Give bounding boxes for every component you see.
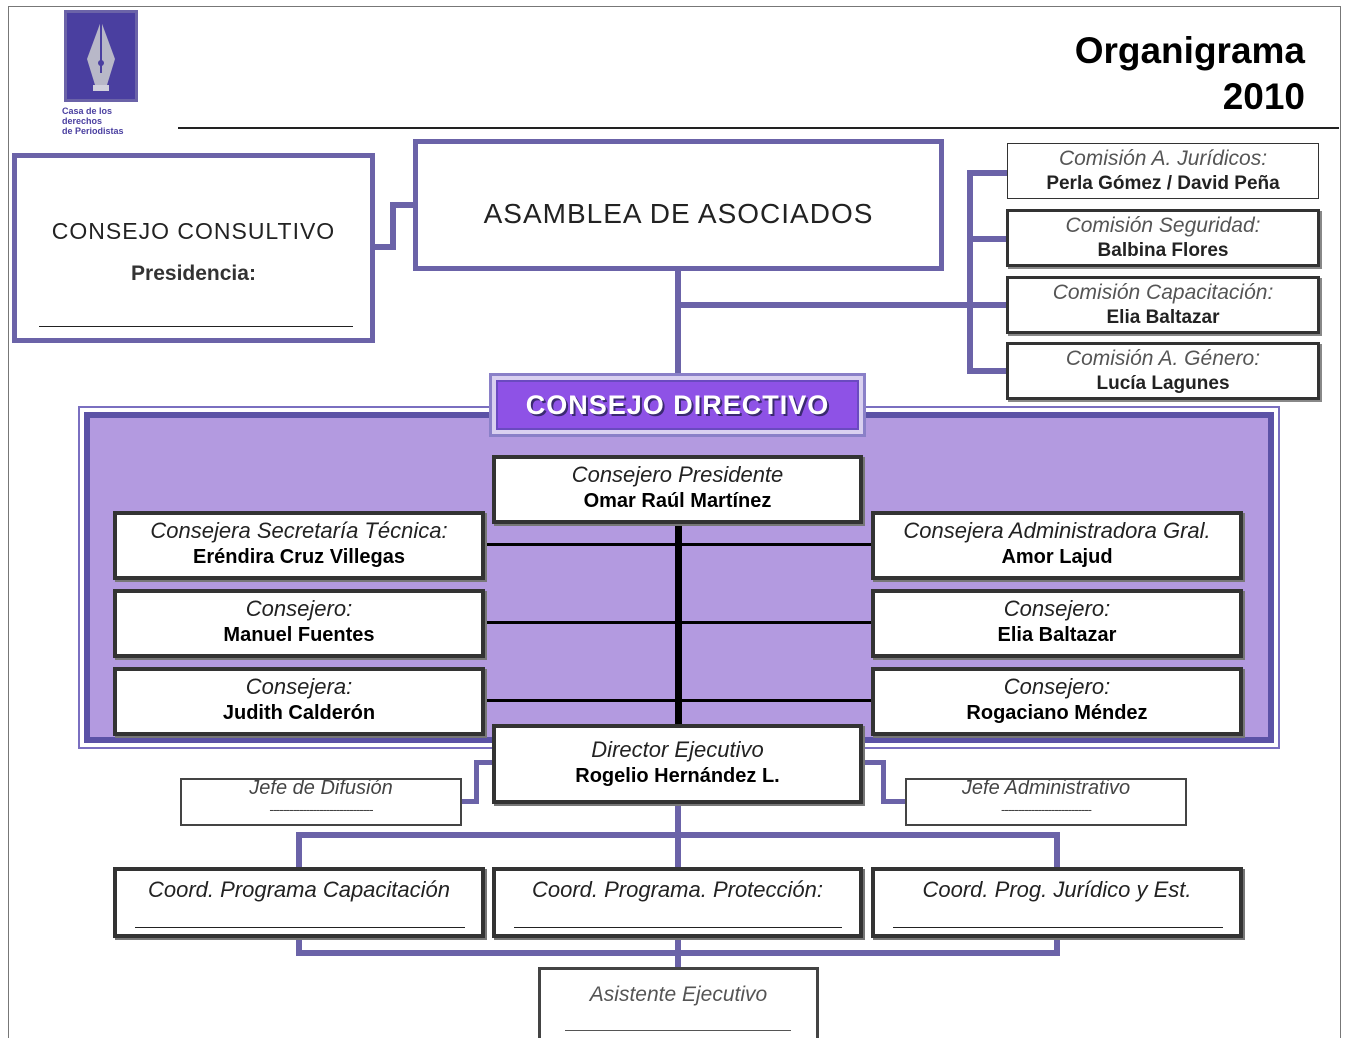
- connector: [296, 935, 302, 955]
- connector: [967, 302, 1009, 308]
- connector: [390, 202, 396, 250]
- header-rule: [178, 127, 1339, 129]
- connector: [675, 935, 681, 969]
- consejero-person: Judith Calderón: [222, 702, 376, 724]
- director-role: Director Ejecutivo: [591, 737, 764, 762]
- logo: Casa de los derechos de Periodistas: [62, 10, 140, 136]
- jefe-administrativo-box: Jefe Administrativo --------------------…: [905, 778, 1187, 826]
- coord-role: Coord. Prog. Jurídico y Est.: [922, 877, 1192, 902]
- connector: [967, 170, 973, 374]
- consejera-box: Consejera: Judith Calderón: [113, 667, 485, 736]
- connector: [675, 268, 681, 376]
- logo-text-line2: de Periodistas: [62, 126, 124, 136]
- coord-blank: [514, 927, 842, 928]
- pen-nib-icon: [64, 10, 138, 102]
- consejero-box: Consejero: Manuel Fuentes: [113, 589, 485, 658]
- comision-person: Elia Baltazar: [1106, 307, 1220, 328]
- page-frame: [8, 6, 1341, 1038]
- connector: [862, 760, 886, 765]
- comision-role: Comisión Seguridad:: [1065, 214, 1261, 237]
- consejero-person: Amor Lajud: [1001, 546, 1113, 568]
- coord-proteccion-box: Coord. Programa. Protección:: [492, 867, 863, 938]
- comision-genero-box: Comisión A. Género: Lucía Lagunes: [1006, 342, 1320, 400]
- page-title: Organigrama 2010: [1075, 28, 1305, 120]
- connector: [881, 760, 886, 804]
- consejero-role: Consejera Secretaría Técnica:: [150, 518, 448, 543]
- connector: [296, 832, 1060, 838]
- presidencia-blank: [39, 326, 353, 327]
- coord-blank: [135, 927, 465, 928]
- jefe-role: Jefe de Difusión: [249, 778, 393, 799]
- coord-capacitacion-box: Coord. Programa Capacitación: [113, 867, 485, 938]
- consejo-directivo-title: CONSEJO DIRECTIVO: [496, 380, 859, 430]
- connector: [1054, 935, 1060, 955]
- asistente-blank: [565, 1030, 791, 1031]
- consejero-role: Consejero:: [1003, 596, 1111, 621]
- coord-blank: [893, 927, 1223, 928]
- connector-black: [484, 621, 874, 624]
- consejero-role: Consejera:: [245, 674, 353, 699]
- comision-person: Balbina Flores: [1097, 240, 1229, 261]
- title-line2: 2010: [1222, 76, 1305, 117]
- comision-seguridad-box: Comisión Seguridad: Balbina Flores: [1006, 209, 1320, 267]
- consejero-role: Consejera Administradora Gral.: [903, 518, 1211, 543]
- consejero-role: Consejero:: [1003, 674, 1111, 699]
- connector-black: [484, 543, 874, 546]
- consejo-consultivo-title: CONSEJO CONSULTIVO: [51, 218, 336, 244]
- jefe-role: Jefe Administrativo: [961, 778, 1131, 799]
- consejera-administradora-box: Consejera Administradora Gral. Amor Laju…: [871, 511, 1243, 580]
- consejera-secretaria-box: Consejera Secretaría Técnica: Eréndira C…: [113, 511, 485, 580]
- presidente-role: Consejero Presidente: [571, 462, 784, 487]
- asamblea-box: ASAMBLEA DE ASOCIADOS: [413, 139, 944, 271]
- comision-role: Comisión Capacitación:: [1052, 281, 1274, 304]
- presidencia-label: Presidencia:: [131, 262, 256, 285]
- connector: [967, 170, 1009, 176]
- consejero-box: Consejero: Rogaciano Méndez: [871, 667, 1243, 736]
- jefe-blank: ---------------------------: [1001, 802, 1092, 817]
- consejo-directivo-title-box: CONSEJO DIRECTIVO: [489, 373, 866, 437]
- logo-text-line1: Casa de los derechos: [62, 106, 113, 126]
- director-person: Rogelio Hernández L.: [575, 765, 780, 787]
- connector: [881, 799, 907, 804]
- comision-juridicos-box: Comisión A. Jurídicos: Perla Gómez / Dav…: [1007, 143, 1319, 199]
- asistente-ejecutivo-box: Asistente Ejecutivo: [538, 967, 819, 1038]
- director-ejecutivo-box: Director Ejecutivo Rogelio Hernández L.: [492, 724, 863, 804]
- title-line1: Organigrama: [1074, 30, 1305, 71]
- consejo-consultivo-box: CONSEJO CONSULTIVO Presidencia:: [12, 153, 375, 343]
- asamblea-title: ASAMBLEA DE ASOCIADOS: [483, 198, 874, 229]
- consejero-role: Consejero:: [245, 596, 353, 621]
- coord-role: Coord. Programa Capacitación: [147, 877, 451, 902]
- connector: [474, 760, 479, 804]
- comision-person: Lucía Lagunes: [1096, 373, 1230, 394]
- logo-text: Casa de los derechos de Periodistas: [62, 106, 142, 136]
- comision-person: Perla Gómez / David Peña: [1046, 173, 1280, 194]
- connector-black: [484, 699, 874, 702]
- coord-role: Coord. Programa. Protección:: [531, 877, 824, 902]
- connector: [390, 202, 416, 208]
- consejero-person: Rogaciano Méndez: [966, 702, 1148, 724]
- jefe-blank: -------------------------------: [269, 802, 373, 817]
- connector: [460, 799, 479, 804]
- asistente-role: Asistente Ejecutivo: [589, 983, 768, 1006]
- connector: [967, 368, 1009, 374]
- consejero-person: Elia Baltazar: [997, 624, 1117, 646]
- comision-role: Comisión A. Jurídicos:: [1058, 147, 1268, 170]
- comision-role: Comisión A. Género:: [1065, 347, 1261, 370]
- connector: [296, 832, 302, 870]
- presidente-box: Consejero Presidente Omar Raúl Martínez: [492, 455, 863, 524]
- connector: [474, 760, 496, 765]
- coord-juridico-box: Coord. Prog. Jurídico y Est.: [871, 867, 1243, 938]
- connector: [372, 244, 394, 250]
- connector: [675, 302, 971, 308]
- consejero-box: Consejero: Elia Baltazar: [871, 589, 1243, 658]
- connector: [967, 236, 1009, 242]
- consejero-person: Eréndira Cruz Villegas: [193, 546, 405, 568]
- consejero-person: Manuel Fuentes: [223, 624, 375, 646]
- presidente-person: Omar Raúl Martínez: [583, 490, 772, 512]
- jefe-difusion-box: Jefe de Difusión -----------------------…: [180, 778, 462, 826]
- connector: [1054, 832, 1060, 870]
- comision-capacitacion-box: Comisión Capacitación: Elia Baltazar: [1006, 276, 1320, 334]
